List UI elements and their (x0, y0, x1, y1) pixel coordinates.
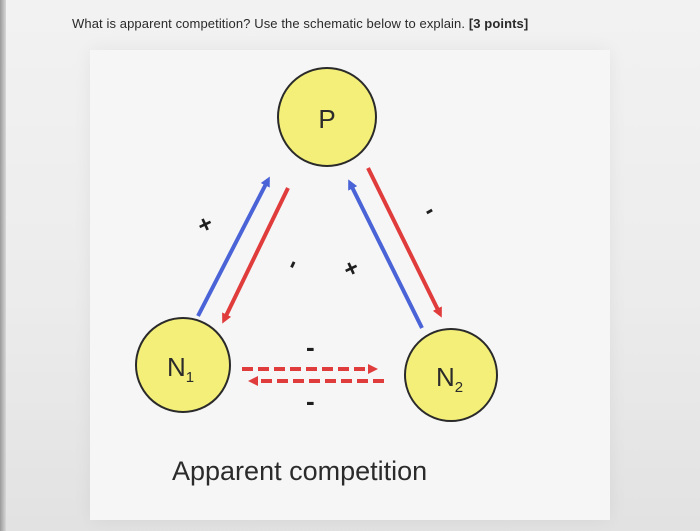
node-p-label: P (318, 104, 335, 134)
node-n1-label: N1 (167, 352, 194, 386)
arrow-p-to-n1 (222, 187, 290, 324)
arrow-n1-to-p (196, 176, 270, 317)
arrow-n2-to-p (348, 179, 424, 329)
sign-n2-to-p: + (339, 254, 363, 284)
question-body: What is apparent competition? Use the sc… (72, 16, 466, 31)
question-points: [3 points] (468, 16, 529, 31)
node-n2-label: N2 (436, 362, 463, 396)
question-text: What is apparent competition? Use the sc… (72, 16, 528, 31)
sign-p-to-n2: - (419, 197, 439, 224)
sign-n2-to-n1: - (306, 386, 315, 416)
sign-n1-to-p: + (193, 210, 217, 240)
sign-n1-to-n2: - (306, 332, 315, 362)
node-p: P (277, 67, 377, 167)
node-n1: N1 (135, 317, 231, 413)
sign-p-to-n1: - (278, 255, 306, 274)
node-n2: N2 (404, 328, 498, 422)
arrow-p-to-n2 (366, 167, 442, 318)
diagram-caption: Apparent competition (172, 456, 428, 486)
screen-edge (0, 0, 6, 531)
